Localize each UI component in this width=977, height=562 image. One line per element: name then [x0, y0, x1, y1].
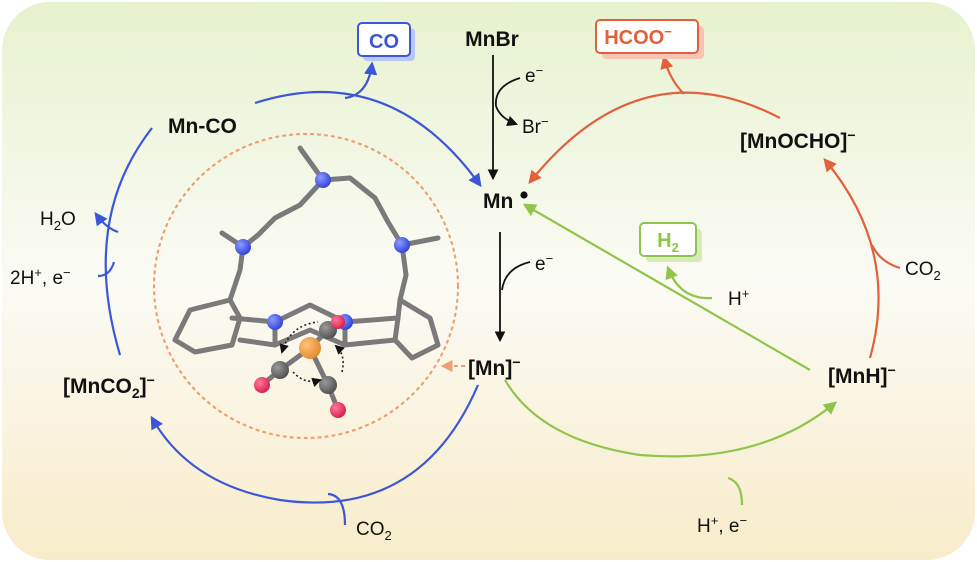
reagent-co2-red: CO2 — [905, 259, 941, 283]
mn-complex-structure-icon — [172, 145, 441, 413]
structure-inset — [152, 132, 460, 440]
o-atom — [331, 315, 345, 329]
n-atom — [394, 237, 410, 253]
product-h2-subscript: 2 — [672, 240, 679, 255]
mn-atom — [299, 337, 321, 359]
n-atom — [267, 314, 283, 330]
c-atom — [271, 361, 289, 379]
arc-h-e-input — [727, 476, 744, 506]
reagent-h2o: H2O — [40, 209, 76, 233]
n-atom — [235, 239, 251, 255]
product-hcoo-label: HCOO — [604, 27, 664, 49]
formate-cycle — [528, 55, 901, 359]
reagent-co2-blue: CO2 — [356, 519, 392, 543]
arc-h2-release — [665, 265, 713, 300]
species-mn-co: Mn-CO — [168, 115, 237, 138]
arc-mn-to-mnco2 — [150, 384, 480, 504]
arc-co2-input-blue — [327, 492, 347, 526]
reagent-h-plus-e: H+, e− — [697, 513, 747, 537]
species-mn-radical: Mn — [483, 190, 513, 213]
o-atom — [330, 402, 346, 418]
product-co-label: CO — [369, 31, 399, 53]
species-mnbr: MnBr — [465, 28, 519, 51]
activation-path — [487, 55, 531, 343]
inset-ring — [152, 132, 460, 440]
species-mn-anion: [Mn]− — [468, 354, 521, 380]
species-mnh: [MnH]− — [828, 362, 896, 388]
product-co: CO — [357, 22, 415, 61]
arc-hcoo-release — [660, 55, 685, 95]
reagent-2h-e: 2H+, e− — [10, 265, 71, 289]
arc-mn-to-mnh — [504, 379, 838, 458]
hydrogen-cycle — [504, 203, 838, 506]
o-atom — [254, 377, 270, 393]
arc-co2-input-red — [871, 244, 901, 270]
arc-e-in-2 — [501, 261, 531, 291]
arc-2h-input — [97, 261, 116, 278]
arc-mnocho-to-mn — [528, 91, 781, 185]
arc-e-in-1 — [495, 77, 521, 127]
product-h2-label: H — [657, 230, 671, 252]
c-atom — [319, 376, 337, 394]
arc-h2o-release — [94, 211, 119, 234]
product-h2: H2 — [639, 222, 702, 262]
svg-text:HCOO−: HCOO− — [604, 24, 672, 49]
reagent-e-minus-1: e− — [525, 63, 543, 87]
product-hcoo: HCOO− — [595, 19, 704, 59]
radical-dot-icon — [520, 191, 528, 199]
arc-co-release — [344, 61, 378, 100]
arc-mnh-to-mnocho — [823, 157, 880, 359]
svg-text:H2: H2 — [657, 230, 679, 255]
species-mn-co2: [MnCO2]− — [63, 372, 155, 401]
reagent-h-plus: H+ — [728, 286, 749, 310]
arc-mnco-to-mn — [254, 90, 482, 188]
n-atom — [315, 172, 331, 188]
product-hcoo-charge: − — [664, 24, 672, 39]
co-cycle — [94, 61, 482, 526]
arc-mnco2-to-mnco — [104, 127, 153, 356]
reagent-e-minus-2: e− — [535, 251, 553, 275]
reagent-br-minus: Br− — [522, 114, 549, 138]
line-mnh-to-mn — [522, 203, 811, 371]
species-mnocho: [MnOCHO]− — [740, 127, 856, 153]
rotation-arrows-icon — [279, 321, 345, 387]
